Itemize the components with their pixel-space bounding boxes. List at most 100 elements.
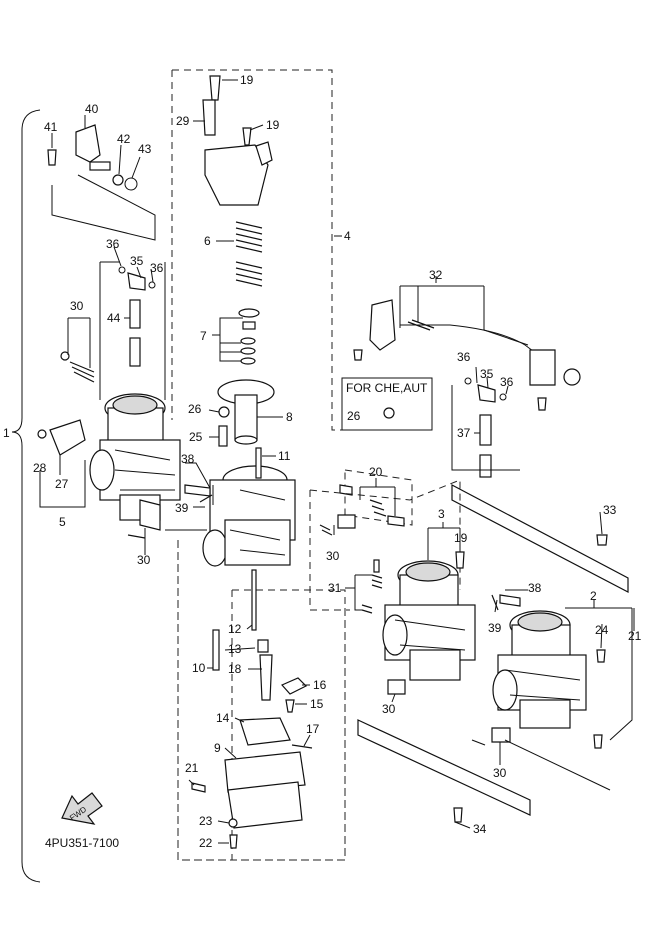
callout-14: 14 <box>216 711 230 725</box>
clip-36-right-a <box>464 377 472 385</box>
tube-37-a <box>479 414 492 446</box>
tube-44-b <box>129 337 141 367</box>
jet-13 <box>257 639 269 653</box>
right-hose-lines <box>451 385 520 471</box>
float-bowl <box>227 781 303 829</box>
float-14 <box>239 717 291 746</box>
callout-19b: 19 <box>266 118 280 132</box>
plug-20 <box>387 515 405 527</box>
callout-32: 32 <box>429 268 443 282</box>
spring-6 <box>235 221 263 287</box>
cable-32 <box>400 324 546 361</box>
bolt-41 <box>47 149 57 166</box>
footer-code: 4PU351-7100 <box>45 836 119 850</box>
callout-2: 2 <box>590 589 597 603</box>
callout-44: 44 <box>107 311 121 325</box>
callout-43: 43 <box>138 142 152 156</box>
pin-31 <box>373 559 380 573</box>
callout-36a: 36 <box>106 237 120 251</box>
callout-30b: 30 <box>137 553 151 567</box>
callout-19c: 19 <box>454 531 468 545</box>
screw-38 <box>184 484 211 497</box>
callout-30d: 30 <box>382 702 396 716</box>
callout-11: 11 <box>278 449 291 463</box>
callout-20: 20 <box>369 465 383 479</box>
lever-40 <box>75 124 101 163</box>
callout-12: 12 <box>228 622 242 636</box>
needle-set-7 <box>238 308 260 365</box>
tube-37-b <box>479 454 492 478</box>
clip-30-bottom-a <box>387 679 406 695</box>
screw-cable <box>537 397 547 411</box>
jet-25 <box>218 425 228 447</box>
callout-6: 6 <box>204 234 211 248</box>
callout-41: 41 <box>44 120 58 134</box>
spring-30-left <box>69 361 95 383</box>
callout-29: 29 <box>176 114 190 128</box>
screw-22 <box>229 834 238 849</box>
left-hose-lines <box>99 261 166 400</box>
callout-4: 4 <box>344 229 351 243</box>
spring-20 <box>369 499 387 517</box>
spring-39-right <box>491 594 499 611</box>
ball-26 <box>218 406 230 418</box>
screw-21-bottom <box>191 782 206 793</box>
fwd-arrow-icon: FWD <box>61 792 103 825</box>
clip-36-left-a <box>118 266 126 274</box>
clip-30-center <box>337 514 356 529</box>
callout-38b: 38 <box>528 581 542 595</box>
callout-26: 26 <box>188 402 202 416</box>
plate-16 <box>281 677 308 695</box>
needle-11 <box>255 447 262 479</box>
screw-34 <box>453 807 463 823</box>
callout-35a: 35 <box>130 254 144 268</box>
note-box <box>341 377 433 431</box>
cable-bracket-32 <box>369 299 396 351</box>
clip-36-right-b <box>499 393 507 401</box>
screw-cable-left <box>353 349 363 361</box>
bolt-19-top <box>209 75 221 101</box>
bracket-lines-40 <box>51 174 156 241</box>
callout-30a: 30 <box>70 299 84 313</box>
callout-31: 31 <box>328 581 342 595</box>
callout-42: 42 <box>117 132 131 146</box>
callout-25: 25 <box>189 430 203 444</box>
callout-22: 22 <box>199 836 213 850</box>
cable-knob <box>563 368 581 386</box>
bolt-19-right <box>455 551 465 569</box>
screw-15 <box>285 699 295 713</box>
note-box-label: FOR CHE,AUT <box>346 381 428 395</box>
ring-43 <box>124 177 138 191</box>
callout-28: 28 <box>33 461 47 475</box>
callout-1: 1 <box>3 426 10 440</box>
callout-9: 9 <box>214 741 221 755</box>
rail-34 <box>357 719 531 816</box>
callout-37: 37 <box>457 426 471 440</box>
callout-30c: 30 <box>326 549 340 563</box>
spring-30-bottom <box>471 739 486 746</box>
callout-36c: 36 <box>457 350 471 364</box>
bolt-19-second <box>242 127 252 146</box>
callout-40: 40 <box>85 102 99 116</box>
carburetor-center <box>202 465 296 567</box>
clip-30-bottom-b <box>491 727 511 743</box>
cable-spring-32 <box>407 319 435 331</box>
screw-30-left <box>127 534 146 539</box>
ring-30-left <box>60 351 70 361</box>
group-2-bracket <box>565 607 633 741</box>
clip-36-left-b <box>148 281 156 289</box>
callout-15: 15 <box>310 697 324 711</box>
screw-33 <box>596 534 608 546</box>
callout-19a: 19 <box>240 73 254 87</box>
washer-23 <box>228 818 238 828</box>
callout-30e: 30 <box>493 766 507 780</box>
callout-18: 18 <box>228 662 242 676</box>
callout-38a: 38 <box>181 452 195 466</box>
callout-10: 10 <box>192 661 206 675</box>
jet-20 <box>339 484 353 496</box>
note-box-part-shape <box>383 407 395 419</box>
cable-end-bracket <box>529 349 556 386</box>
washer-42 <box>112 174 124 186</box>
cover-top-bracket <box>204 144 269 206</box>
